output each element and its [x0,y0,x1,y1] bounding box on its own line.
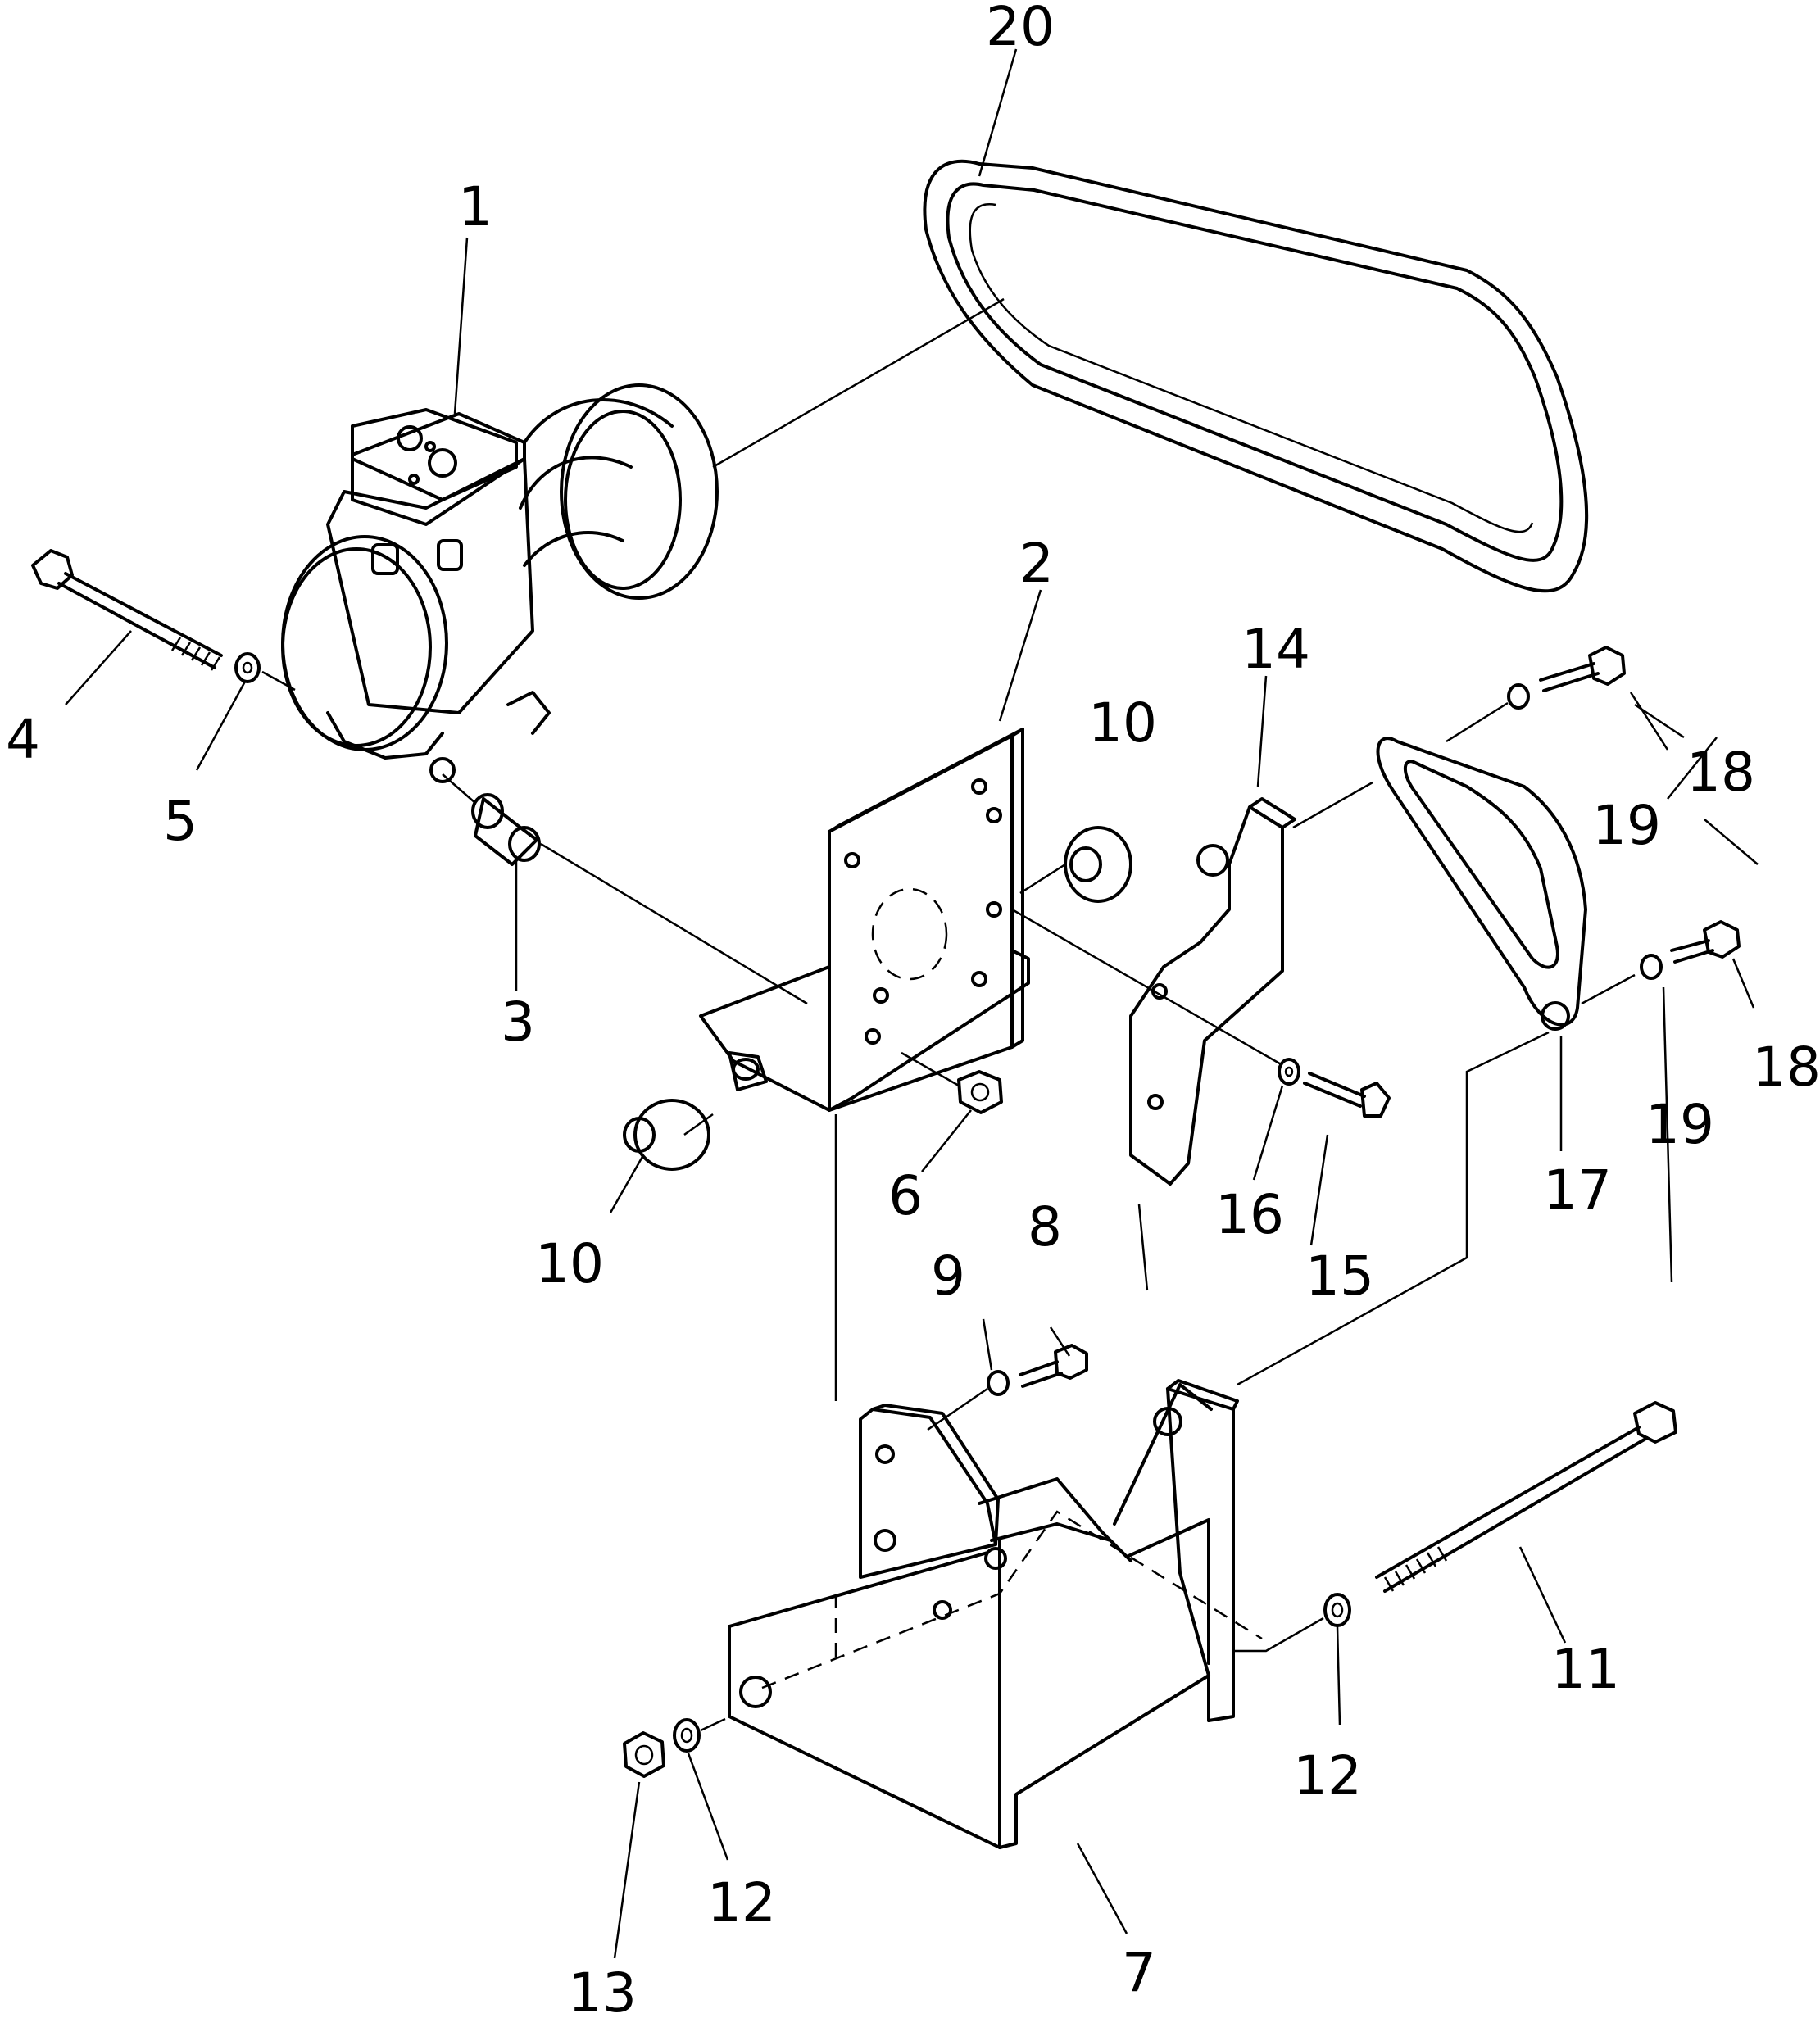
bushing-10-lower [623,1099,710,1171]
callout-18-lower: 18 [1752,1036,1820,1099]
washer-19-upper [1507,683,1530,710]
callout-3: 3 [501,991,535,1054]
callout-13: 13 [568,1961,637,2018]
callout-5: 5 [163,790,197,853]
callout-19-lower: 19 [1645,1093,1714,1156]
callout-17: 17 [1543,1159,1612,1222]
callout-10-lower: 10 [535,1232,604,1295]
washer-5 [234,652,261,683]
compressor [281,383,719,783]
callout-labels: 1 2 3 4 5 6 7 8 9 10 10 11 12 12 13 14 1… [6,0,1820,2018]
washer-12-right [1323,1593,1351,1627]
callout-7: 7 [1122,1941,1156,2004]
nut-6 [957,1070,1003,1114]
callout-2: 2 [1019,532,1054,595]
bolt-18-lower [1670,920,1741,964]
v-belt [923,159,1589,593]
callout-20: 20 [986,0,1055,58]
callout-16: 16 [1215,1183,1284,1246]
callout-11: 11 [1551,1638,1620,1701]
washer-12-left [673,1718,701,1753]
callout-6: 6 [888,1164,923,1227]
callout-4: 4 [6,708,40,771]
washer-16 [1278,1058,1300,1086]
callout-19-upper: 19 [1592,794,1661,857]
bracket-2 [699,728,1030,1112]
washer-9 [987,1370,1010,1396]
bolt-long-upper [31,549,223,671]
nut-13 [623,1731,665,1778]
callout-8: 8 [1028,1195,1062,1258]
callout-10-upper: 10 [1088,692,1157,755]
assembly-lines [261,297,1636,1732]
callout-15: 15 [1305,1245,1374,1308]
callout-9: 9 [931,1245,965,1308]
callout-14: 14 [1241,618,1310,681]
bushing-10-upper [1064,826,1132,903]
callout-12-right: 12 [1293,1744,1362,1807]
bolt-8 [1019,1344,1088,1388]
callout-18-upper: 18 [1686,741,1755,804]
slotted-arm-17 [1376,737,1587,1031]
main-bracket-7 [728,1379,1263,1849]
spacer-3 [471,793,541,866]
bolt-long-11 [1375,1401,1677,1593]
callout-12-left: 12 [707,1871,776,1934]
callout-1: 1 [458,175,492,238]
bolt-18-upper [1539,646,1626,692]
leader-lines [65,48,1759,1959]
washer-19-lower [1640,954,1663,980]
adjust-bracket-14 [1129,797,1296,1186]
bolt-15 [1303,1072,1391,1118]
